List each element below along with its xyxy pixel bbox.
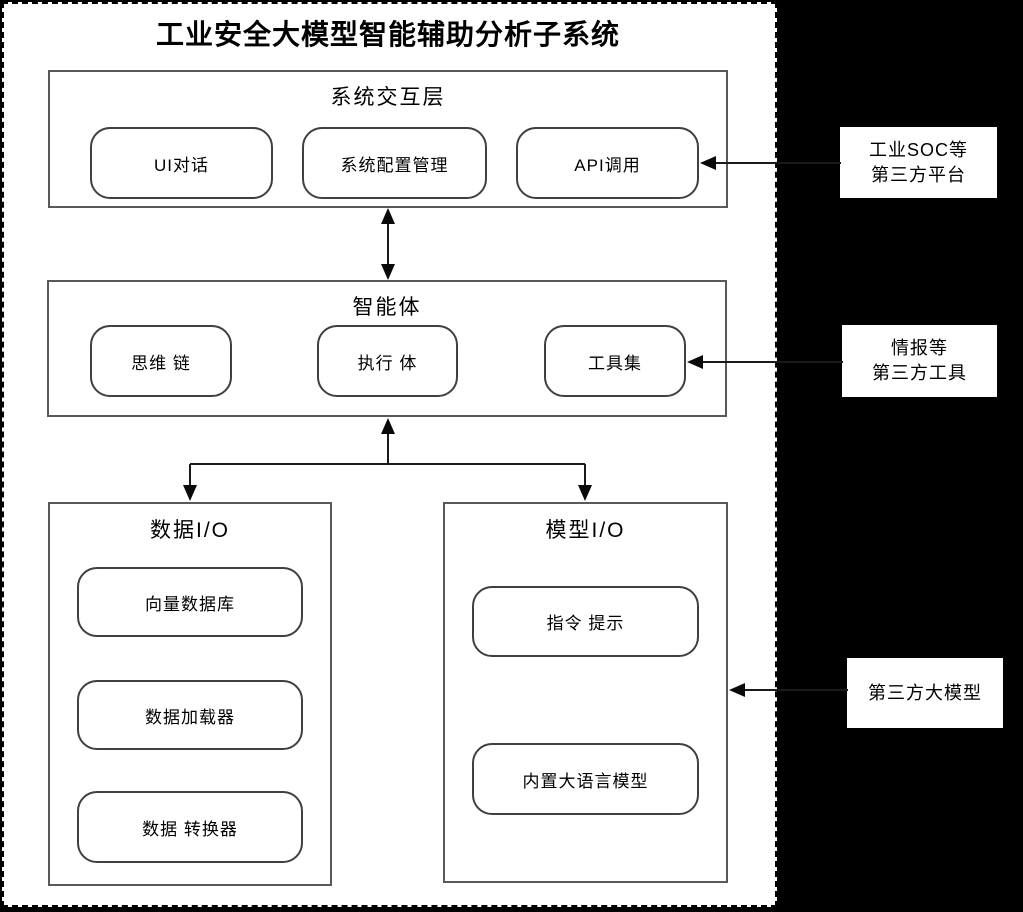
external-label-line: 第三方大模型 [868,682,982,703]
diagram-title: 工业安全大模型智能辅助分析子系统 [155,19,620,50]
layer-system-interaction-label: 系统交互层 [330,86,446,109]
node-executor: 执行 体 [317,325,458,397]
external-third-party-tools-label: 情报等 第三方工具 [842,325,997,397]
node-data-converter: 数据 转换器 [77,791,303,863]
external-label-line: 第三方工具 [872,363,967,383]
layer-agent-label: 智能体 [352,296,422,319]
node-system-config-management: 系统配置管理 [302,127,487,199]
node-ui-dialog: UI对话 [90,127,273,199]
node-chain-of-thought: 思维 链 [90,325,232,397]
node-api-call: API调用 [516,127,699,199]
node-toolset: 工具集 [544,325,686,397]
external-label-line: 情报等 [891,338,948,359]
box-model-io [443,502,728,883]
external-label-line: 工业SOC等 [868,139,968,160]
external-label-line: 第三方平台 [871,164,966,185]
box-data-io-label: 数据I/O [149,519,230,542]
node-builtin-llm: 内置大语言模型 [472,743,699,815]
external-third-party-model-label: 第三方大模型 [847,658,1003,728]
node-vector-database: 向量数据库 [77,567,303,637]
node-data-loader: 数据加载器 [77,680,303,750]
node-instruction-prompt: 指令 提示 [472,586,699,657]
box-model-io-label: 模型I/O [545,519,626,542]
external-third-party-platform-label: 工业SOC等 第三方平台 [840,127,997,198]
